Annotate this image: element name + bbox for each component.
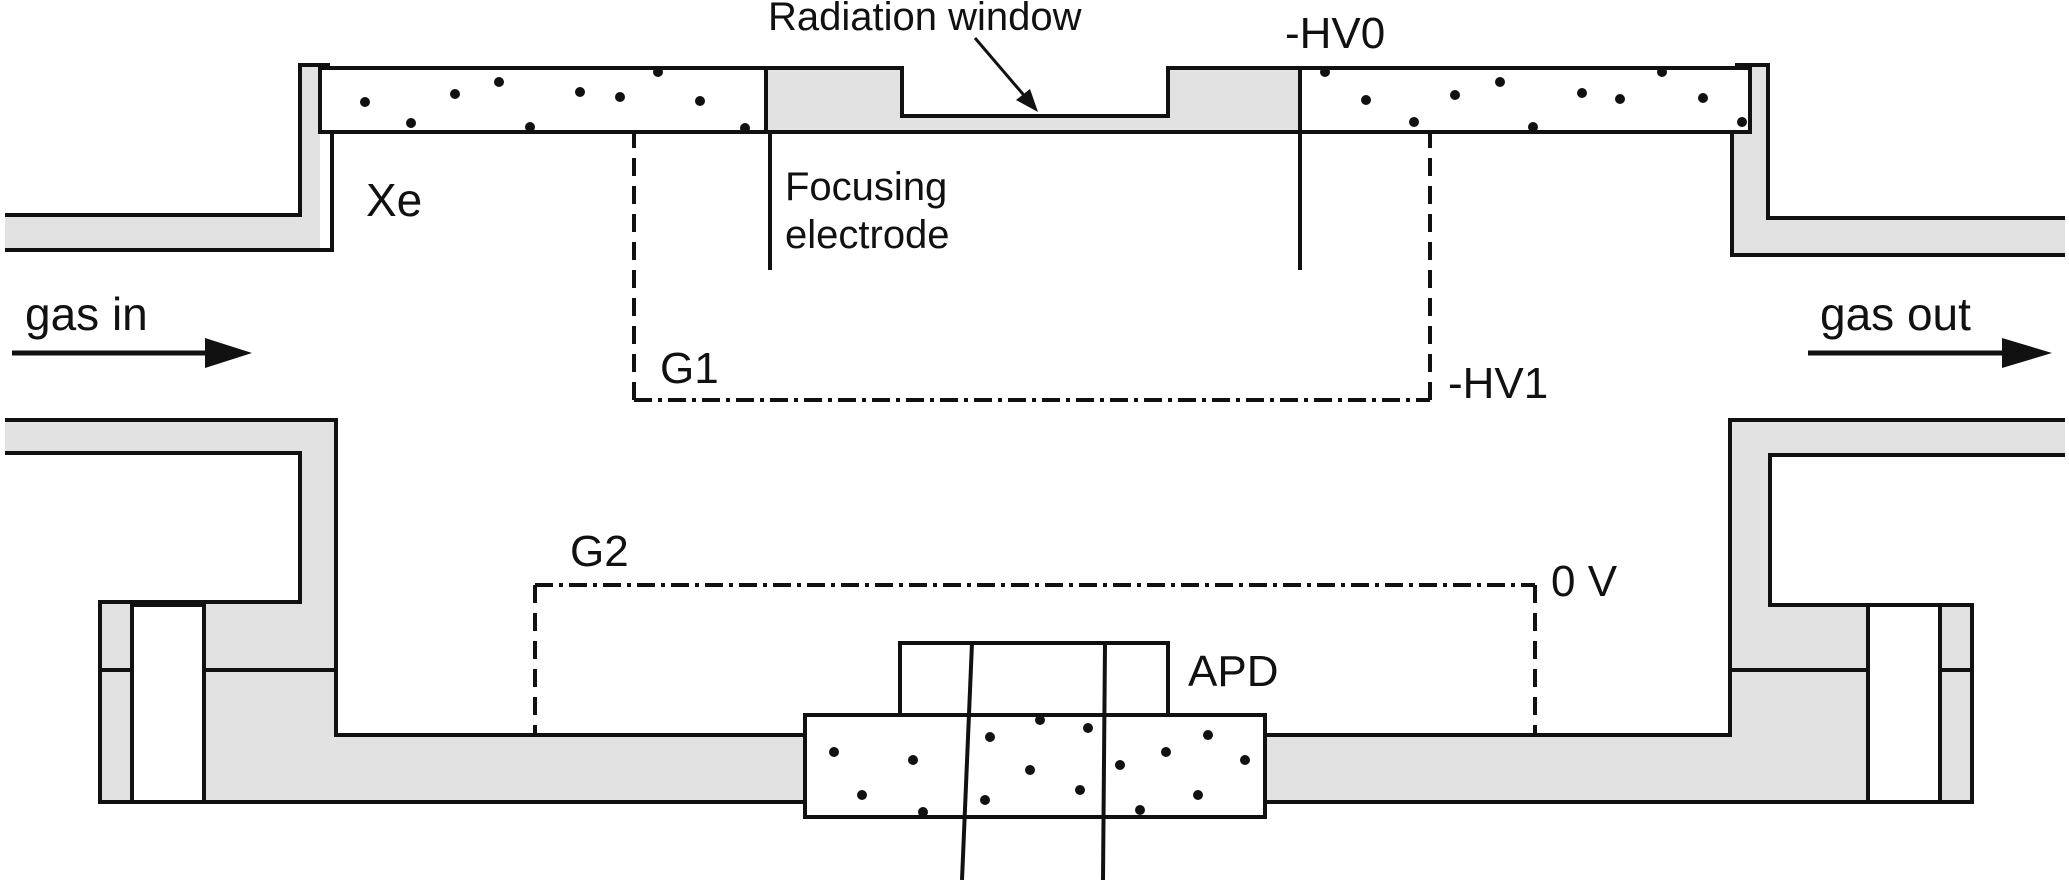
focusing-electrode (768, 132, 1302, 270)
apd-label: APD (1188, 647, 1278, 696)
gas-in-arrow (12, 338, 252, 368)
upper-left-pipe (5, 63, 334, 252)
lower-left-wall (5, 418, 805, 804)
left-gas-port (130, 603, 206, 804)
grid-g1 (632, 130, 1432, 402)
hv1-label: -HV1 (1448, 359, 1548, 408)
apd-lead-right (1101, 642, 1107, 880)
grid-g2 (533, 583, 1537, 735)
labels: Radiation window -HV0 Xe Focusing electr… (25, 0, 1971, 696)
right-top-insulator (1298, 66, 1752, 134)
g1-label: G1 (660, 344, 719, 393)
lower-right-wall (1265, 418, 2065, 804)
focusing-electrode-label-1: Focusing (785, 165, 947, 209)
apd-base (803, 713, 1267, 819)
radiation-window-label: Radiation window (768, 0, 1082, 39)
g2-label: G2 (570, 527, 629, 576)
hv0-label: -HV0 (1285, 9, 1385, 58)
gas-out-label: gas out (1820, 288, 1971, 340)
left-top-insulator (318, 66, 768, 134)
radiation-window-block (764, 66, 1302, 134)
right-gas-port (1866, 603, 1942, 804)
top-insulator-dots (360, 67, 1747, 133)
apd (898, 641, 1170, 717)
apd-assembly (803, 641, 1267, 880)
focusing-electrode-label-2: electrode (785, 213, 950, 257)
apd-lead-left (960, 642, 974, 880)
xe-label: Xe (366, 174, 422, 226)
top-lid (318, 66, 1752, 134)
gas-in-label: gas in (25, 288, 148, 340)
zero-v-label: 0 V (1551, 557, 1618, 606)
apd-base-dots (829, 715, 1250, 817)
gas-out-arrow (1808, 338, 2052, 368)
radiation-window-pointer (973, 37, 1038, 112)
upper-right-pipe (1730, 63, 2065, 257)
